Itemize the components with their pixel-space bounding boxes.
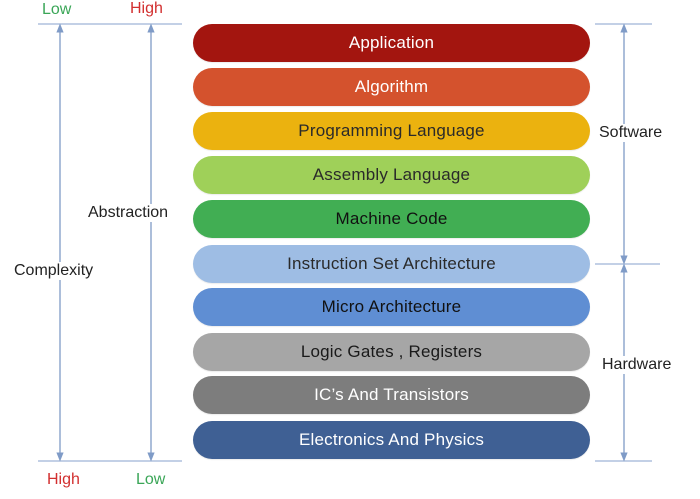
complexity-top-label: Low	[42, 1, 72, 18]
layer-logic-gates-registers: Logic Gates , Registers	[193, 333, 590, 371]
layer-application: Application	[193, 24, 590, 62]
complexity-bottom-label: High	[47, 471, 80, 488]
layer-ics-and-transistors: IC’s And Transistors	[193, 376, 590, 414]
abstraction-bottom-label: Low	[136, 471, 166, 488]
complexity-label: Complexity	[12, 262, 96, 280]
layer-assembly-language: Assembly Language	[193, 156, 590, 194]
layer-electronics-and-physics: Electronics And Physics	[193, 421, 590, 459]
layer-machine-code: Machine Code	[193, 200, 590, 238]
layer-instruction-set-architecture: Instruction Set Architecture	[193, 245, 590, 283]
software-group-label: Software	[597, 124, 665, 142]
layer-programming-language: Programming Language	[193, 112, 590, 150]
hardware-group-label: Hardware	[600, 356, 674, 374]
layer-algorithm: Algorithm	[193, 68, 590, 106]
abstraction-label: Abstraction	[86, 204, 171, 222]
abstraction-top-label: High	[130, 0, 163, 17]
layer-micro-architecture: Micro Architecture	[193, 288, 590, 326]
